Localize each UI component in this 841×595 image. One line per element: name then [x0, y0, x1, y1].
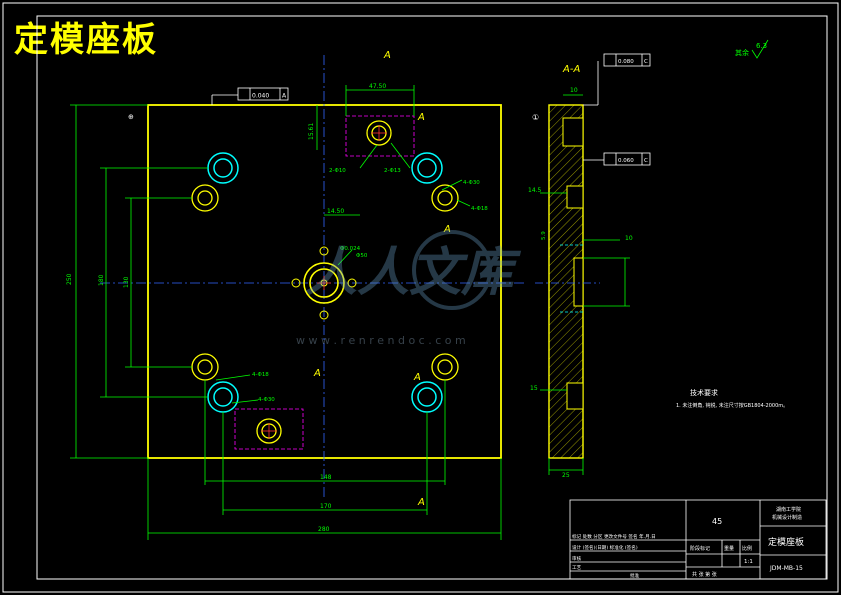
tb-school-2: 机械设计制造	[772, 514, 802, 521]
guide-hole-top-left	[207, 152, 239, 184]
section-pocket-center	[573, 257, 584, 307]
section-mark: A	[417, 112, 425, 123]
watermark-url: w w w . r e n r e n d o c . c o m	[296, 334, 466, 347]
parallel-2-datum: C	[644, 158, 648, 164]
watermark: 人人文库 w w w . r e n r e n d o c . c o m	[296, 230, 522, 347]
watermark-brand: 人人文库	[305, 243, 522, 303]
bolt-hole-upper-right	[431, 184, 459, 212]
bolt-hole-lower-right	[431, 353, 459, 381]
tb-stage-label: 阶段标记	[690, 545, 710, 552]
bottom-slot	[234, 408, 304, 450]
top-slot	[345, 115, 415, 157]
parallel-1-datum: C	[644, 59, 648, 65]
label-hole-d: 4-Φ18	[471, 206, 488, 212]
side-dim-mid: 10	[625, 235, 633, 242]
roughness-value: 6.3	[756, 42, 767, 50]
dim-bolt-x-outer: 170	[320, 503, 332, 510]
side-dimension-lines	[540, 94, 630, 475]
front-view: 0.040 A 280 170 148 250 180 130 47.50 15…	[66, 50, 525, 540]
section-pocket-bottom	[566, 382, 584, 410]
flatness-datum: A	[282, 93, 287, 100]
roughness-symbol	[751, 39, 769, 59]
tb-row3: 审核	[572, 555, 582, 562]
side-dim-bottom: 15	[530, 385, 538, 392]
section-mark: A	[313, 368, 321, 379]
drawing-title: 定模座板	[14, 20, 158, 60]
parallel-frame-top	[583, 53, 651, 106]
section-mark: A	[443, 224, 451, 235]
section-marks: A A A A A A	[313, 50, 451, 508]
section-pocket-upper	[566, 185, 584, 209]
tb-school-1: 湖南工学院	[776, 506, 801, 513]
inner-frame	[36, 15, 828, 580]
bolt-hole-upper-left	[191, 184, 219, 212]
dim-center: 14.50	[327, 208, 344, 215]
notes-heading: 技术要求	[690, 388, 718, 397]
plate-outline	[147, 104, 502, 459]
dim-bolt-x-inner: 148	[320, 474, 332, 481]
tb-row2: 设计 (签名)(日期) 标准化 (签名)	[572, 544, 638, 551]
side-dim-step: 14.5	[528, 187, 542, 194]
label-hole-c: 4-Φ30	[463, 180, 480, 186]
section-pocket-top	[562, 117, 584, 147]
tb-scale-label: 比例	[742, 545, 752, 552]
label-hole-e: 4-Φ18	[252, 372, 269, 378]
label-sprue-hole: Φ0.024	[340, 246, 361, 252]
datum-symbol-left: ⊕	[128, 113, 134, 121]
tb-row1: 标记 处数 分区 更改文件号 签名 年.月.日	[572, 533, 656, 540]
tb-sheet: 共 张 第 张	[692, 571, 717, 578]
section-mark: A	[413, 372, 421, 383]
tb-row5: 批准	[630, 572, 640, 579]
side-dim-small: 5.9	[541, 231, 547, 240]
tb-material: 45	[712, 517, 722, 526]
tb-row4: 工艺	[572, 565, 582, 571]
tb-scale: 1:1	[744, 559, 753, 565]
side-dim-top: 10	[570, 87, 578, 94]
tb-part-name: 定模座板	[768, 536, 804, 548]
label-hole-f: 4-Φ30	[258, 397, 275, 403]
section-mark: A	[383, 50, 391, 61]
parallel-frame-mid	[583, 152, 651, 166]
dim-slot-width: 47.50	[369, 83, 386, 90]
side-dim-thickness: 25	[562, 472, 570, 479]
title-block	[569, 499, 827, 580]
dimension-lines	[70, 85, 502, 540]
parallel-2-value: 0.060	[618, 158, 634, 164]
label-center-hole: Φ50	[356, 253, 368, 259]
roughness-label: 其余	[735, 48, 749, 57]
tb-weight-label: 重量	[724, 545, 734, 552]
dim-slot-depth: 15.61	[308, 123, 315, 140]
datum-symbol-side: ①	[532, 113, 539, 122]
dim-bolt-y-outer: 180	[98, 274, 105, 286]
dim-overall-width: 280	[318, 526, 330, 533]
label-hole-b: 2-Φ13	[384, 168, 401, 174]
hole-center-marks	[261, 125, 387, 439]
tb-drawing-no: JDM-MB-15	[769, 565, 803, 572]
flatness-value: 0.040	[252, 93, 269, 100]
flatness-frame	[211, 87, 289, 105]
bolt-hole-lower-left	[191, 353, 219, 381]
guide-hole-bottom-right	[411, 381, 443, 413]
section-mark: A	[417, 497, 425, 508]
dim-bolt-y-inner: 130	[123, 276, 130, 288]
side-section-view: 25 10 14.5 10 15 5.9 A-A 0.080 C 0.060 C…	[528, 53, 651, 479]
section-label: A-A	[562, 64, 580, 75]
guide-hole-top-right	[411, 152, 443, 184]
label-hole-a: 2-Φ10	[329, 168, 346, 174]
notes-line1: 1. 未注倒角, 钝锐, 未注尺寸按GB1804-2000m。	[676, 402, 788, 409]
guide-hole-bottom-left	[207, 381, 239, 413]
parallel-1-value: 0.080	[618, 59, 634, 65]
dim-overall-height: 250	[66, 273, 73, 285]
